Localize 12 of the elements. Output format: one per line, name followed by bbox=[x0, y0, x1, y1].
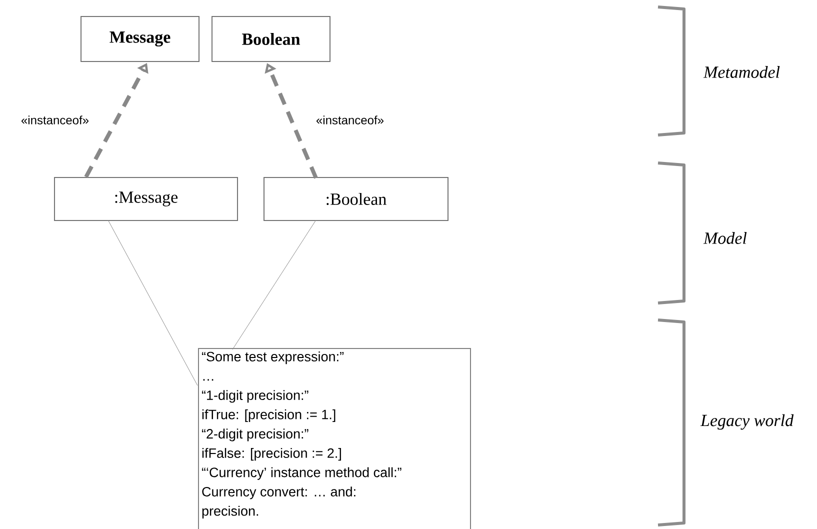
layer-label: Model bbox=[703, 232, 747, 244]
trace-line bbox=[232, 220, 316, 350]
class-box: Message bbox=[80, 16, 200, 62]
layer-label: Legacy world bbox=[700, 414, 794, 430]
edge-label: «instanceof» bbox=[314, 114, 386, 126]
object-box: :Boolean bbox=[264, 176, 448, 221]
layer-label: Metamodel bbox=[703, 66, 780, 78]
class-box: Boolean bbox=[212, 16, 330, 62]
trace-line bbox=[108, 220, 198, 386]
object-box: :Message bbox=[54, 176, 238, 221]
code-box: “Some test expression:” … “1-digit precision:” ifTrue: [precision := 1.] “2-digit precision:” ifFalse: [precision := 2.] “‘Currency’ instance method call:” Currency convert: … and: precision. bbox=[198, 348, 471, 529]
edge-label: «instanceof» bbox=[20, 114, 90, 126]
